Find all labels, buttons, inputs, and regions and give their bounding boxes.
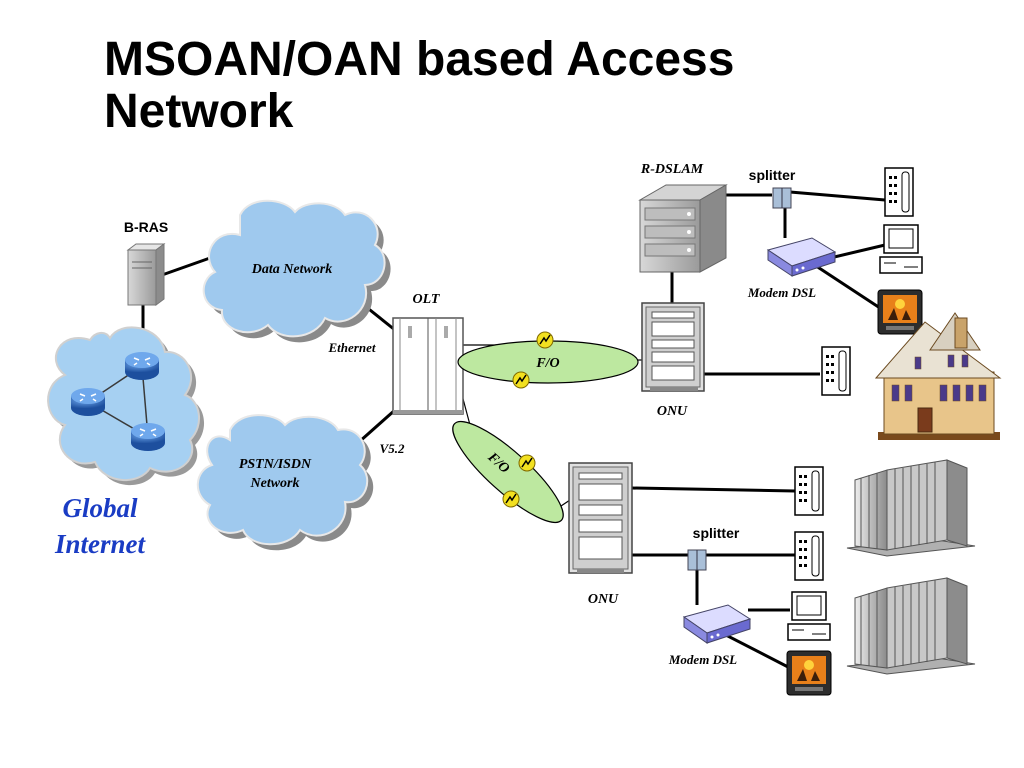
fiber-link-bottom	[452, 420, 564, 524]
modem-top-label: Modem DSL	[747, 285, 816, 300]
telephone-icon	[794, 466, 824, 516]
pstn-label-line1: PSTN/ISDN	[239, 457, 312, 472]
olt-rack-icon	[392, 317, 464, 415]
television-icon	[786, 650, 832, 696]
router-icon	[131, 423, 165, 451]
computer-icon	[787, 591, 831, 641]
television-icon	[877, 289, 923, 335]
global-internet-cloud	[47, 326, 205, 486]
ethernet-label: Ethernet	[328, 340, 376, 355]
link-onu-phone-bottom-1	[631, 486, 796, 493]
v52-label: V5.2	[380, 441, 405, 456]
modem-dsl-bottom-icon	[682, 604, 752, 644]
modem-dsl-top-icon	[766, 237, 837, 277]
fo-top-label: F/O	[535, 356, 559, 371]
house-icon	[874, 312, 1002, 440]
onu-top-icon	[641, 302, 705, 392]
computer-icon	[879, 224, 923, 274]
data-network-label: Data Network	[251, 262, 333, 277]
telephone-icon	[884, 167, 914, 217]
olt-label: OLT	[413, 292, 441, 307]
splitter-bottom-icon	[687, 549, 707, 571]
fiber-connector-icon	[536, 331, 554, 349]
office-building-icon	[846, 577, 976, 675]
link-splitter-phone-top	[789, 190, 886, 202]
link-bras-datanetwork	[161, 256, 211, 277]
rdslam-label: R-DSLAM	[640, 162, 704, 177]
telephone-icon	[821, 346, 851, 396]
splitter-top-label: splitter	[749, 167, 796, 183]
fiber-connector-icon	[502, 490, 520, 508]
onu-bottom-icon	[568, 462, 633, 574]
global-internet-label-line1: Global	[62, 493, 138, 523]
router-icon	[125, 352, 159, 380]
title-line-2: Network	[104, 85, 294, 138]
onu-top-label: ONU	[657, 404, 688, 419]
pstn-label-line2: Network	[250, 476, 300, 491]
rdslam-icon	[638, 184, 728, 273]
slide-title: MSOAN/OAN based Access Network	[104, 34, 864, 138]
link-modem-computer-top	[829, 243, 886, 260]
splitter-bottom-label: splitter	[693, 525, 740, 541]
telephone-icon	[794, 531, 824, 581]
title-line-1: MSOAN/OAN based Access	[104, 33, 735, 86]
modem-bottom-label: Modem DSL	[668, 652, 737, 667]
fiber-connector-icon	[518, 454, 536, 472]
fiber-connector-icon	[512, 371, 530, 389]
router-icon	[71, 388, 105, 416]
bras-label: B-RAS	[124, 219, 168, 235]
bras-server-icon	[126, 243, 166, 306]
connection-lines	[141, 190, 886, 670]
global-internet-label-line2: Internet	[54, 529, 147, 559]
data-network-cloud	[202, 199, 391, 343]
splitter-top-icon	[772, 187, 792, 209]
link-modem-tv-bottom	[719, 630, 791, 670]
link-modem-tv-top	[809, 260, 881, 310]
pstn-isdn-cloud	[196, 414, 374, 551]
office-building-icon	[846, 459, 976, 557]
onu-bottom-label: ONU	[588, 592, 619, 607]
